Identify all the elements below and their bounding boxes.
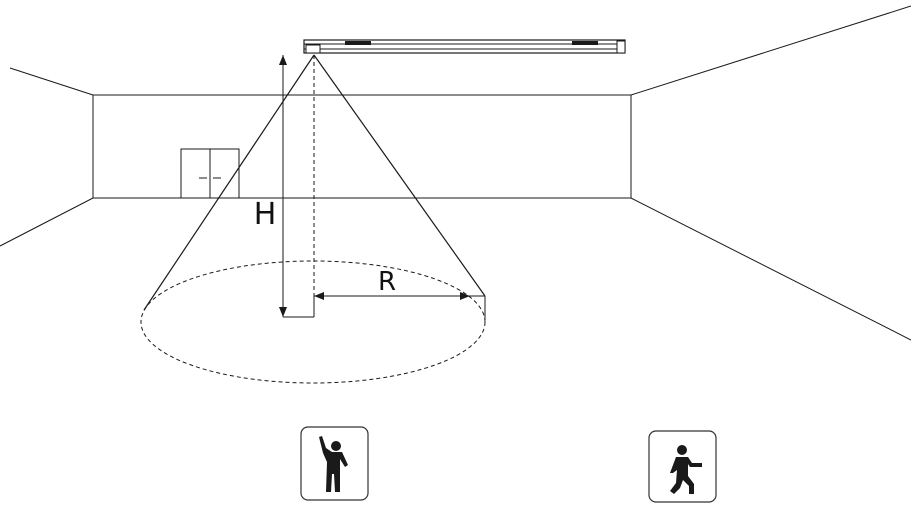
floor-edge-right (630, 197, 911, 341)
ceiling-edge-right (630, 5, 911, 96)
coverage-ellipse (140, 260, 486, 384)
detection-cone (140, 54, 486, 384)
fixture-end-cap (616, 40, 626, 54)
person-walking-icon (670, 445, 702, 494)
back-wall (92, 94, 632, 199)
fixture-clip-right (572, 41, 598, 45)
height-dimension: H (254, 55, 315, 318)
radius-dimension: R (314, 267, 486, 320)
fixture-clip-left (345, 41, 371, 45)
radius-arrow-right (460, 292, 470, 300)
light-fixture (303, 39, 626, 54)
cone-edge-right (313, 54, 486, 297)
door (180, 148, 240, 199)
person-waving-icon (319, 436, 348, 492)
height-arrow-bottom (279, 307, 287, 317)
sensor-head (305, 44, 321, 54)
room-outline (0, 5, 911, 341)
radius-arrow-left (314, 292, 324, 300)
person-waving-card (300, 426, 369, 501)
ceiling-edge-left (9, 67, 94, 96)
height-arrow-top (279, 55, 287, 65)
person-walking-card (648, 430, 717, 503)
height-label: H (254, 197, 277, 232)
floor-edge-left (0, 197, 94, 247)
cone-edge-left (143, 54, 315, 311)
radius-label: R (378, 267, 396, 297)
